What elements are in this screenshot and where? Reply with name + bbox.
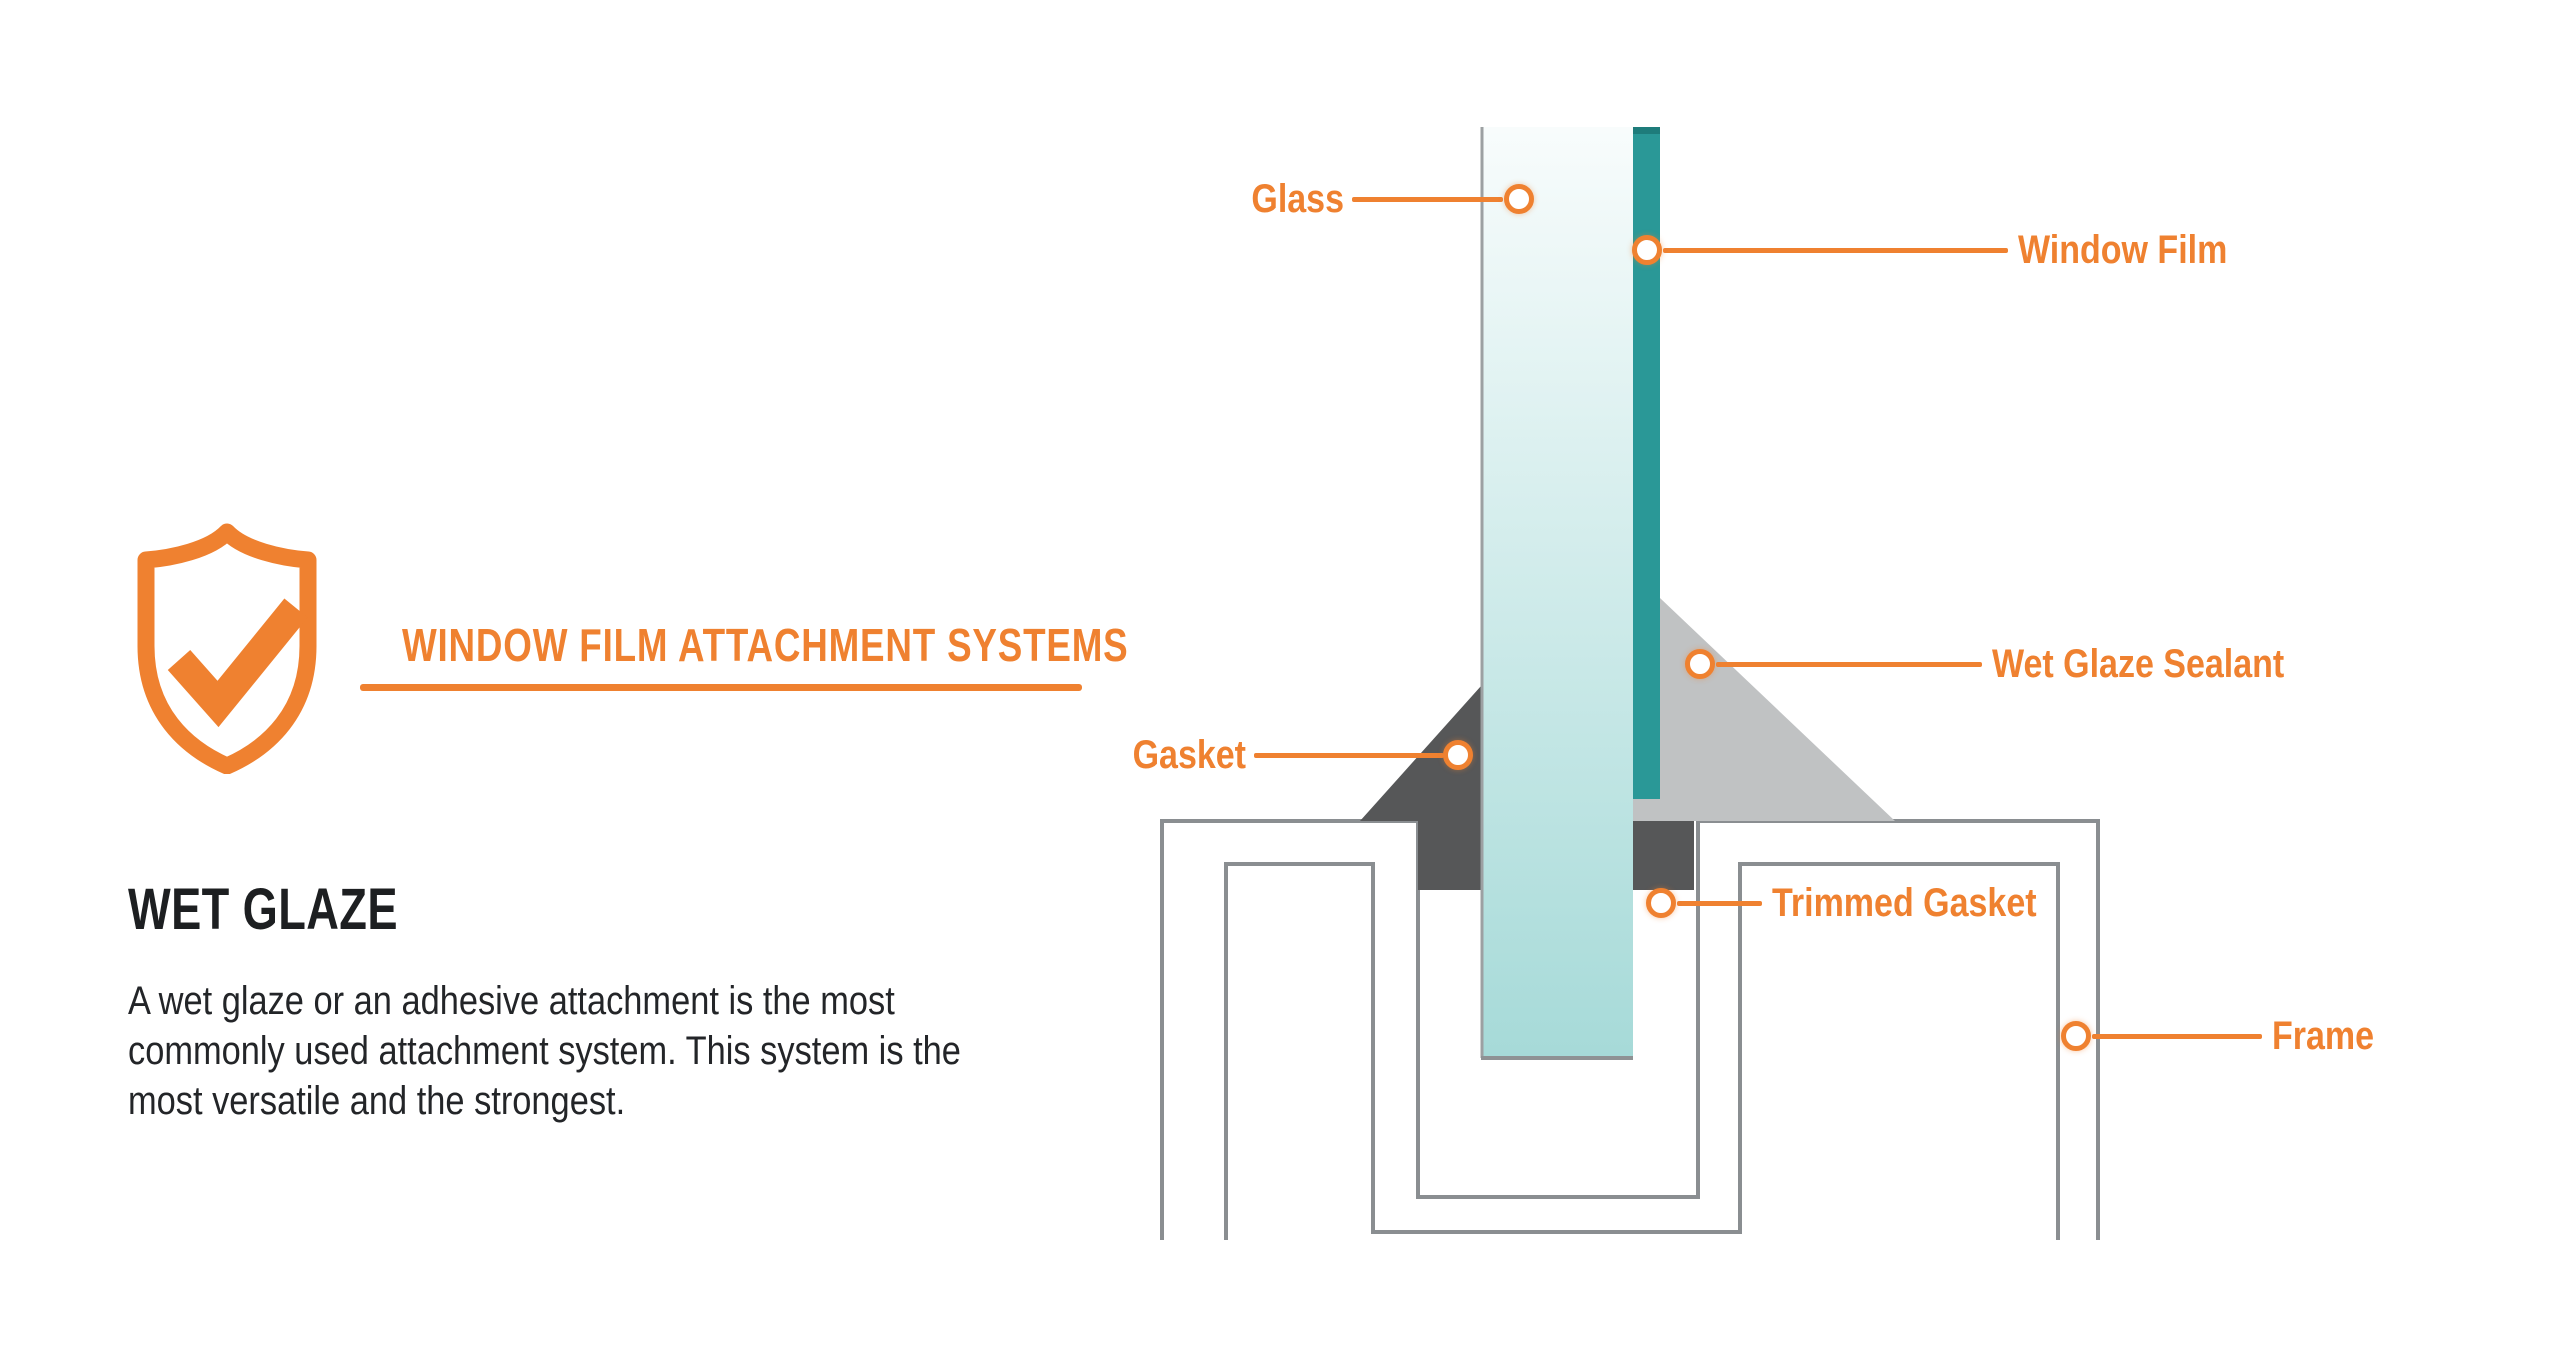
section-title: WET GLAZE <box>128 877 398 942</box>
check-mark <box>167 598 308 728</box>
gasket-marker-dot <box>1443 740 1473 770</box>
section-description: A wet glaze or an adhesive attachment is… <box>128 976 1074 1126</box>
sealant-marker-dot <box>1685 649 1715 679</box>
trimmed-gasket-marker-dot <box>1646 888 1676 918</box>
heading-underline <box>360 684 1082 691</box>
shield-outline <box>137 523 317 774</box>
label-glass: Glass <box>1251 177 1344 221</box>
description-line: commonly used attachment system. This sy… <box>128 1029 961 1073</box>
trimmed-gasket-callout-line <box>1677 901 1762 906</box>
label-frame: Frame <box>2272 1014 2375 1058</box>
frame-outline-outer <box>1160 819 2100 1240</box>
glass-marker-dot <box>1504 184 1534 214</box>
window-film-callout-line <box>1663 248 2008 253</box>
trimmed-gasket-shape <box>1633 821 1694 890</box>
glass-pane <box>1481 127 1633 1060</box>
gasket-shape <box>1360 686 1481 890</box>
gasket-callout-line <box>1254 753 1444 758</box>
label-wet-glaze-sealant: Wet Glaze Sealant <box>1992 642 2285 686</box>
frame-outline-inner <box>1224 862 2060 1240</box>
frame-marker-dot <box>2061 1021 2091 1051</box>
page-heading: WINDOW FILM ATTACHMENT SYSTEMS <box>402 619 1129 671</box>
description-line: A wet glaze or an adhesive attachment is… <box>128 979 895 1023</box>
window-film-strip <box>1633 127 1660 799</box>
label-window-film: Window Film <box>2018 228 2228 272</box>
frame-callout-line <box>2092 1034 2262 1039</box>
wet-glaze-sealant-shape <box>1633 598 1895 821</box>
label-trimmed-gasket: Trimmed Gasket <box>1772 881 2037 925</box>
description-line: most versatile and the strongest. <box>128 1079 626 1123</box>
shield-check-icon <box>137 523 317 774</box>
window-film-marker-dot <box>1632 235 1662 265</box>
label-gasket: Gasket <box>1132 733 1246 777</box>
glass-callout-line <box>1352 197 1503 202</box>
sealant-callout-line <box>1716 662 1982 667</box>
window-film-top-cap <box>1633 127 1660 134</box>
